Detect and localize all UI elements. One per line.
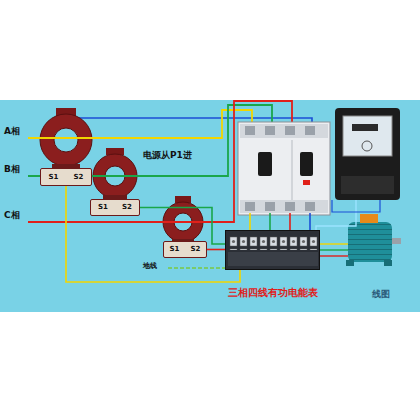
ct-secondary-wire	[207, 249, 225, 251]
ct-terminal-base: S1 S2	[90, 199, 140, 216]
ct-terminal-base: S1 S2	[40, 168, 92, 186]
wire	[316, 200, 356, 231]
terminal-label: S1	[170, 245, 180, 253]
current-transformer	[90, 148, 140, 199]
ground-label: 地线	[143, 262, 157, 270]
terminal-label: S1	[49, 173, 59, 181]
motor	[346, 214, 401, 266]
watermark: 线图	[372, 289, 390, 299]
ct-secondary-wire	[66, 186, 240, 282]
wire	[309, 213, 311, 231]
wire	[289, 213, 291, 231]
energy-meter	[335, 108, 400, 200]
panel-ground	[0, 100, 420, 312]
ct-terminal-base: S1 S2	[163, 241, 207, 258]
wire	[320, 243, 348, 244]
phase-label: C相	[4, 210, 20, 220]
ground-wire	[168, 267, 225, 268]
terminal-label: S2	[122, 203, 132, 211]
wire	[332, 200, 380, 212]
meter-terminal-block: 三相四线有功电能表	[225, 230, 320, 270]
wire	[249, 213, 251, 231]
phase-label: A相	[4, 126, 20, 136]
wire	[320, 249, 348, 250]
terminal-label: S1	[98, 203, 108, 211]
phase-label: B相	[4, 164, 20, 174]
phase-b-wire	[28, 105, 272, 176]
current-transformer	[28, 108, 104, 169]
meter-terminal-block	[225, 230, 320, 270]
current-transformer	[160, 196, 206, 242]
component-heading: 三相四线有功电能表	[228, 287, 321, 299]
wire	[269, 213, 271, 231]
terminal-label: S2	[191, 245, 201, 253]
ct-secondary-wire	[140, 208, 225, 245]
note-label: 电源从P1进	[143, 150, 192, 160]
circuit-breaker	[238, 122, 330, 215]
terminal-label: S2	[74, 173, 84, 181]
wire	[320, 255, 348, 256]
